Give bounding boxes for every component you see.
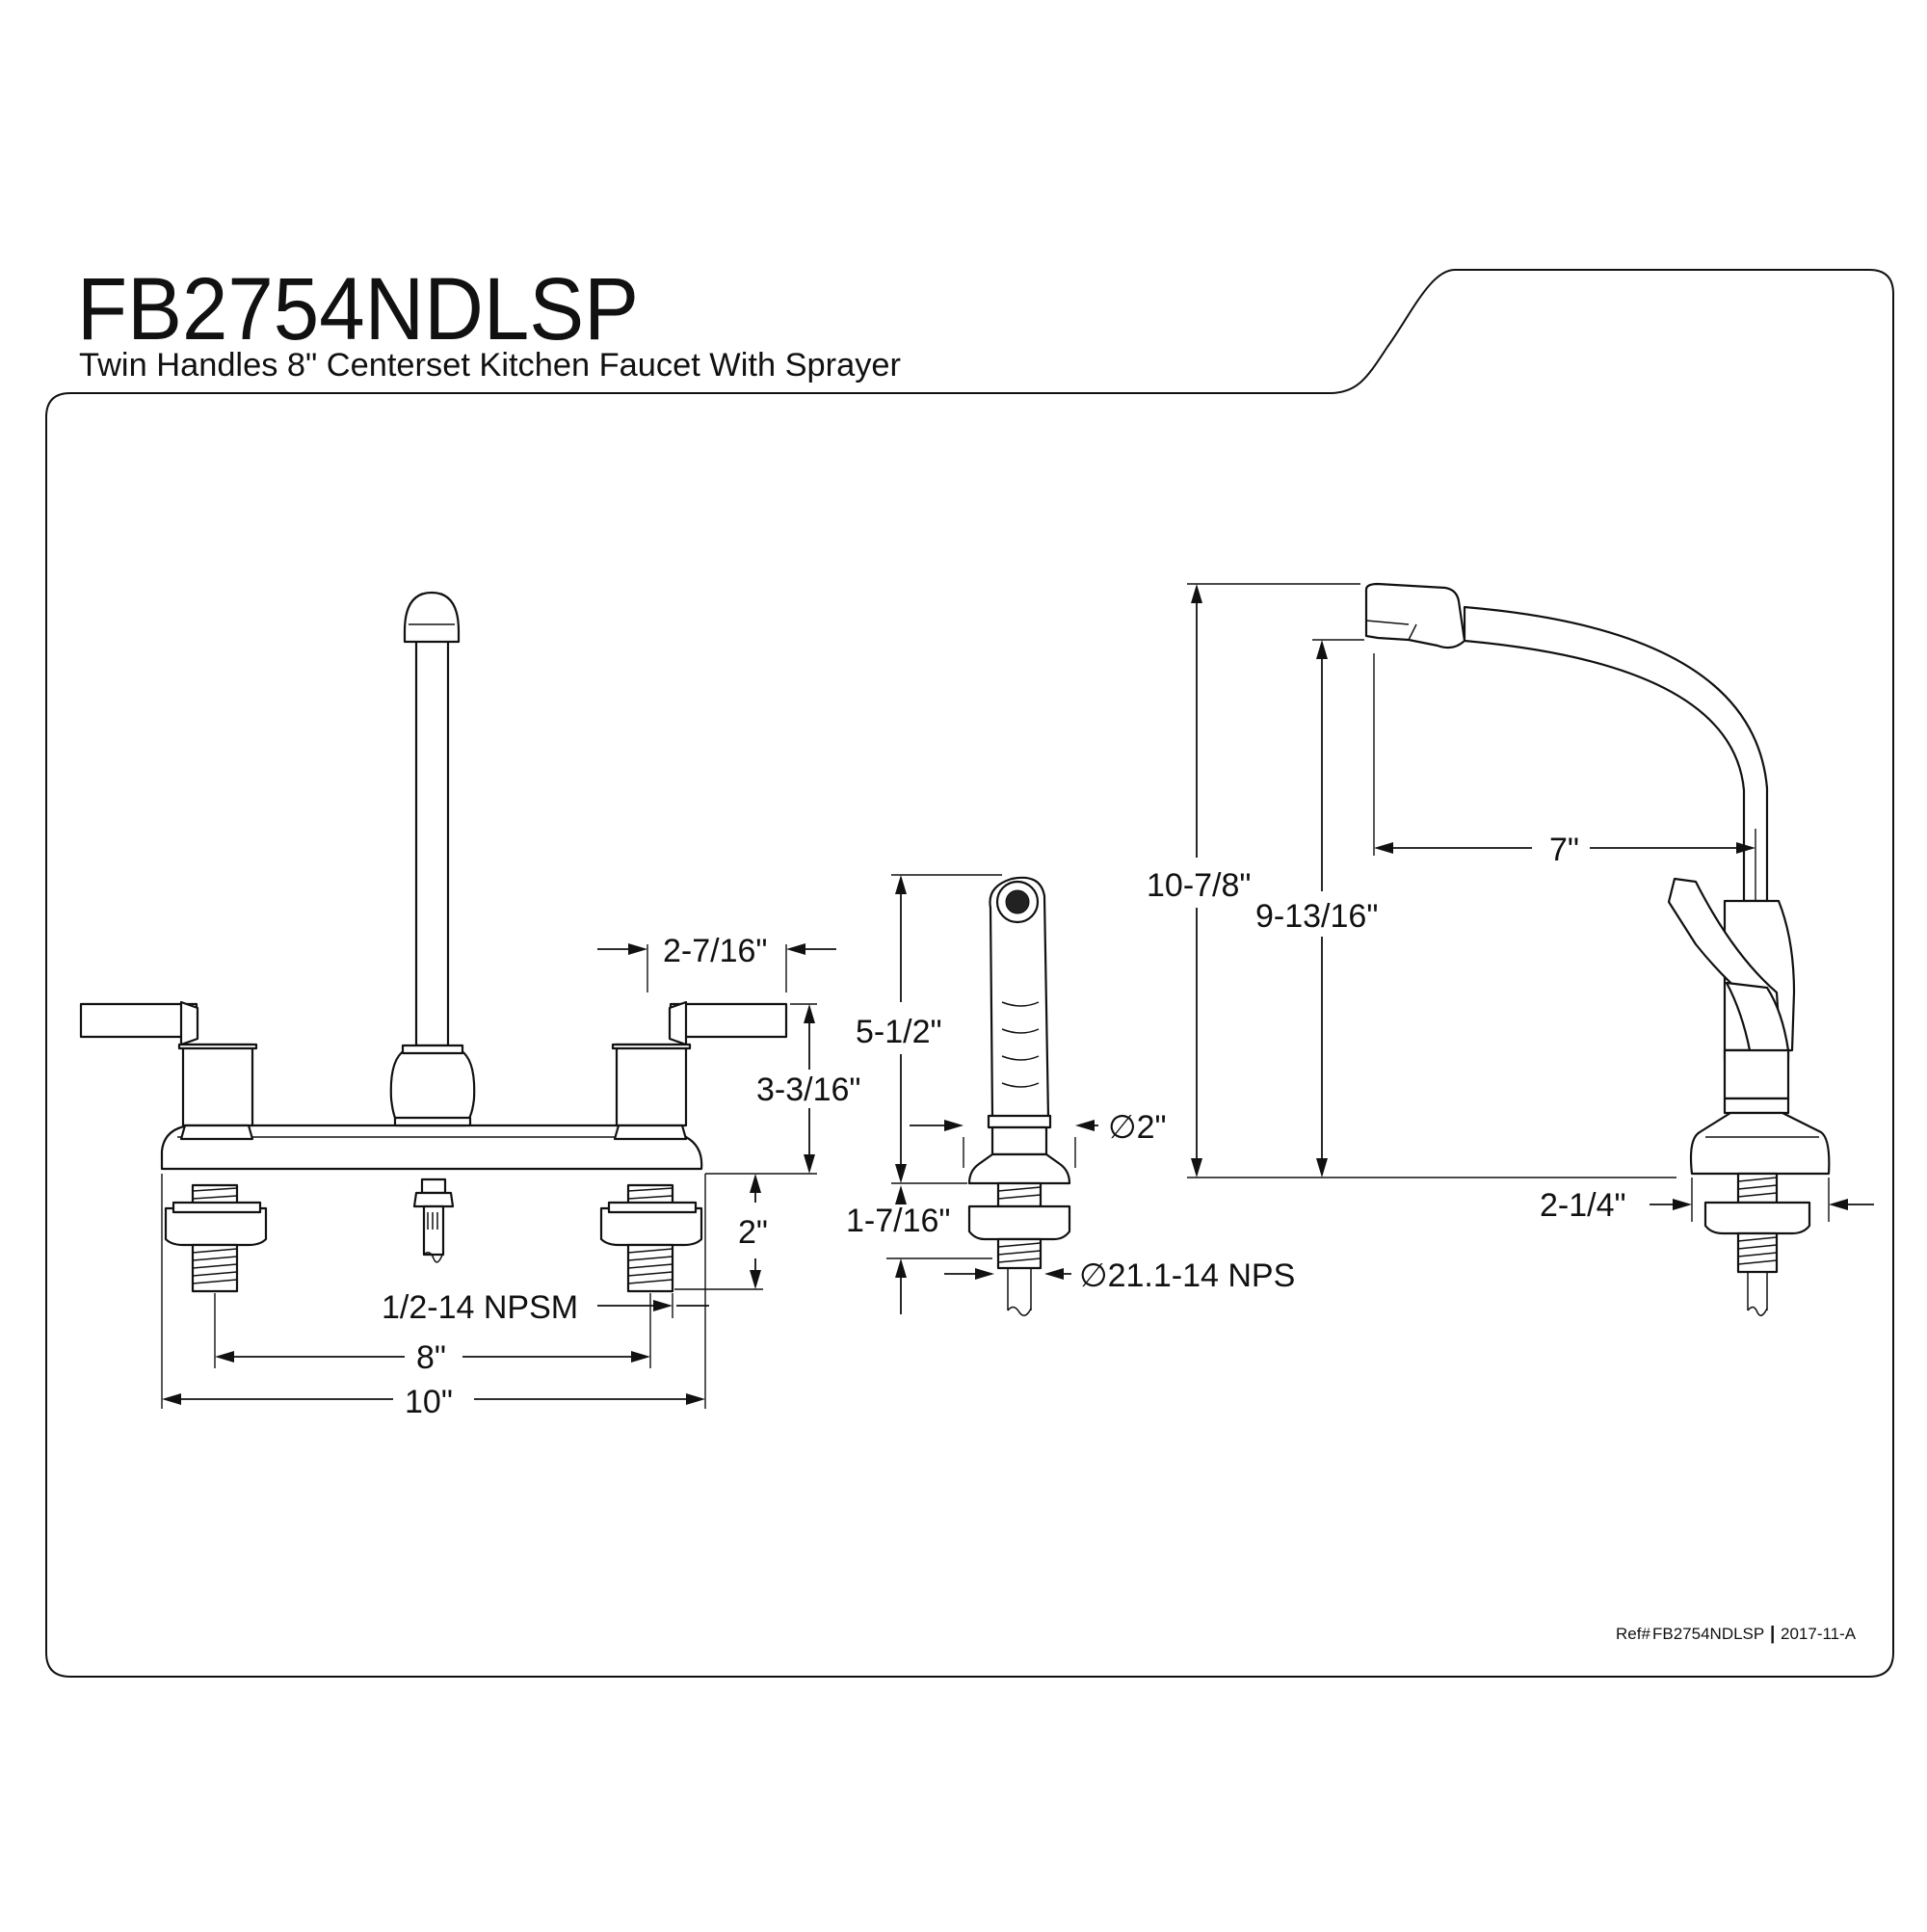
left-handle-lever bbox=[79, 1002, 198, 1039]
front-view bbox=[79, 591, 788, 1293]
spout-ball bbox=[403, 591, 461, 644]
side-spout-head bbox=[1364, 582, 1466, 649]
sprayer-nozzle-inner bbox=[1005, 889, 1030, 914]
ref-label: Ref# bbox=[1616, 1625, 1650, 1643]
dim-deck-to-thread: 2" bbox=[738, 1214, 768, 1251]
center-hose bbox=[422, 1204, 445, 1257]
spout-base bbox=[389, 1048, 476, 1127]
left-nut bbox=[164, 1206, 268, 1247]
dim-inlet-thread: 1/2-14 NPSM bbox=[382, 1289, 578, 1326]
sprayer-base bbox=[967, 1152, 1071, 1185]
ref-revision: 2017-11-A bbox=[1781, 1625, 1857, 1643]
dim-handle-height: 3-3/16" bbox=[756, 1072, 860, 1108]
dim-handle-width: 2-7/16" bbox=[663, 933, 767, 969]
left-handle-body bbox=[181, 1043, 254, 1127]
dim-sprayer-shank: 1-7/16" bbox=[846, 1203, 950, 1239]
side-spout bbox=[1463, 605, 1769, 903]
right-handle-body bbox=[615, 1043, 688, 1127]
dim-sprayer-base-diameter: ∅2" bbox=[1108, 1109, 1167, 1146]
front-dimensions: 2-7/16" 3-3/16" 2" 1/2-14 NPSM 8" bbox=[161, 933, 860, 1420]
model-title: FB2754NDLSP bbox=[77, 260, 639, 358]
dim-sprayer-thread: ∅21.1-14 NPS bbox=[1079, 1257, 1295, 1294]
sheet-frame bbox=[45, 269, 1894, 1678]
footer-reference: Ref# FB2754NDLSP | 2017-11-A bbox=[1616, 1624, 1857, 1644]
side-dimensions: 10-7/8" 9-13/16" 7" 2-1/4" bbox=[1147, 583, 1874, 1224]
ref-separator: | bbox=[1770, 1624, 1775, 1644]
dim-overall-height: 10-7/8" bbox=[1147, 867, 1251, 904]
sprayer-nut bbox=[967, 1204, 1071, 1241]
dim-spout-reach: 7" bbox=[1549, 832, 1579, 868]
dim-center-to-center: 8" bbox=[416, 1339, 446, 1376]
sprayer-dimensions: 5-1/2" ∅2" 1-7/16" ∅21.1-14 NPS bbox=[846, 874, 1295, 1314]
dim-base-depth: 2-1/4" bbox=[1540, 1187, 1626, 1224]
side-nut bbox=[1703, 1201, 1811, 1235]
product-description: Twin Handles 8" Centerset Kitchen Faucet… bbox=[79, 347, 901, 384]
side-base bbox=[1689, 1111, 1831, 1176]
dim-sprayer-height: 5-1/2" bbox=[856, 1014, 942, 1050]
right-nut bbox=[599, 1206, 703, 1247]
dim-spout-clearance: 9-13/16" bbox=[1255, 898, 1378, 935]
side-view bbox=[1364, 582, 1831, 1316]
spout-tube bbox=[414, 639, 450, 1047]
ref-model: FB2754NDLSP bbox=[1652, 1625, 1764, 1643]
dim-overall-width: 10" bbox=[405, 1384, 453, 1420]
sprayer bbox=[967, 876, 1071, 1316]
right-handle-lever bbox=[669, 1002, 788, 1039]
